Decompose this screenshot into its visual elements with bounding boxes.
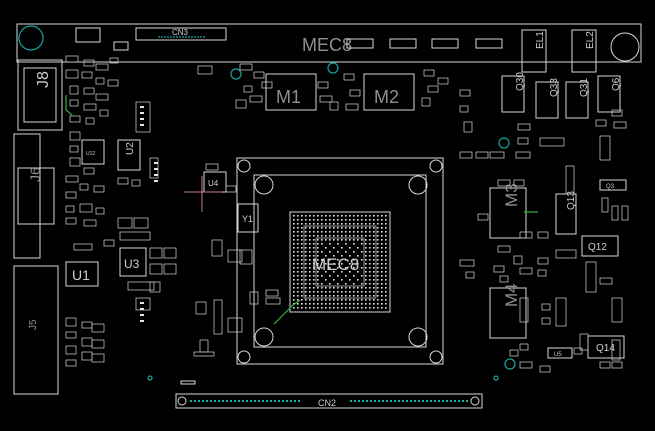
- green-trace-left: [65, 95, 73, 116]
- connector-cn3[interactable]: CN3: [135, 27, 227, 41]
- bga-ball-grid: [293, 215, 387, 309]
- component-m3[interactable]: M3: [489, 183, 527, 239]
- connector-j8[interactable]: J8: [17, 59, 63, 131]
- q30-label: Q30: [515, 72, 526, 91]
- via-marker: [230, 68, 242, 80]
- component-u1[interactable]: U1: [65, 261, 99, 287]
- via-marker: [493, 375, 499, 381]
- component-q30[interactable]: Q30: [501, 72, 526, 113]
- m4-label: M4: [502, 283, 521, 307]
- connector-j5[interactable]: J5: [13, 265, 59, 395]
- component-q13[interactable]: Q13: [555, 191, 577, 235]
- component-u2[interactable]: U2: [117, 139, 141, 171]
- component-y1[interactable]: Y1: [237, 203, 259, 233]
- bga-chip-mec8[interactable]: MEC8: [289, 211, 391, 313]
- q31-label: Q31: [579, 78, 590, 97]
- q13-label: Q13: [566, 191, 577, 210]
- component-q33[interactable]: Q33: [535, 78, 560, 119]
- mounting-hole-top-left: [18, 25, 44, 51]
- q33-label: Q33: [549, 78, 560, 97]
- cn3-label: CN3: [172, 28, 189, 37]
- el2-label: EL2: [585, 31, 596, 49]
- component-u12[interactable]: U12: [81, 139, 105, 165]
- j8-label: J8: [35, 71, 52, 88]
- component-q6[interactable]: Q6: [597, 75, 622, 113]
- j6-label: J6: [27, 167, 43, 182]
- u3-label: U3: [124, 257, 140, 271]
- green-trace-center: [273, 299, 301, 325]
- m1-label: M1: [276, 87, 301, 107]
- passive-component-field: [65, 55, 629, 373]
- component-u4[interactable]: U4: [203, 171, 227, 193]
- component-q31[interactable]: Q31: [565, 78, 590, 119]
- via-marker: [498, 137, 510, 149]
- component-u3[interactable]: U3: [119, 247, 147, 277]
- q6-label: Q6: [611, 77, 622, 91]
- m3-label: M3: [502, 183, 521, 207]
- component-el2[interactable]: EL2: [571, 29, 597, 73]
- connector-j6[interactable]: J6: [13, 133, 55, 259]
- u2-label: U2: [125, 142, 136, 155]
- board-outline: [16, 23, 642, 63]
- cn2-pin-row: [190, 400, 468, 402]
- q12-label: Q12: [588, 242, 607, 253]
- u4-label: U4: [208, 179, 219, 188]
- y1-label: Y1: [242, 214, 253, 224]
- q14-label: Q14: [596, 343, 615, 354]
- via-marker: [504, 358, 516, 370]
- cpu-socket-frame: [236, 157, 444, 365]
- u5-label: U5: [554, 352, 562, 358]
- component-q14[interactable]: Q14: [587, 335, 625, 359]
- component-u5[interactable]: U5: [547, 347, 573, 359]
- connector-cn2[interactable]: CN2: [175, 393, 483, 409]
- j5-label: J5: [28, 319, 39, 330]
- el1-label: EL1: [535, 31, 546, 49]
- component-m4[interactable]: M4: [489, 283, 527, 339]
- component-q3[interactable]: Q3: [599, 179, 627, 191]
- cn2-label: CN2: [318, 398, 336, 408]
- u12-label: U12: [86, 151, 95, 157]
- component-m1[interactable]: M1: [265, 73, 317, 111]
- via-marker: [327, 62, 339, 74]
- u1-label: U1: [72, 267, 90, 283]
- component-q12[interactable]: Q12: [581, 235, 619, 257]
- m2-label: M2: [374, 87, 399, 107]
- board-title: MEC8: [302, 35, 352, 55]
- mounting-hole-top-right: [610, 32, 640, 62]
- top-right-resistors: [346, 38, 503, 49]
- via-marker: [147, 375, 153, 381]
- component-el1[interactable]: EL1: [521, 29, 547, 73]
- q3-label: Q3: [606, 184, 615, 190]
- component-m2[interactable]: M2: [363, 73, 415, 111]
- mec8-chip-label: MEC8: [312, 255, 359, 274]
